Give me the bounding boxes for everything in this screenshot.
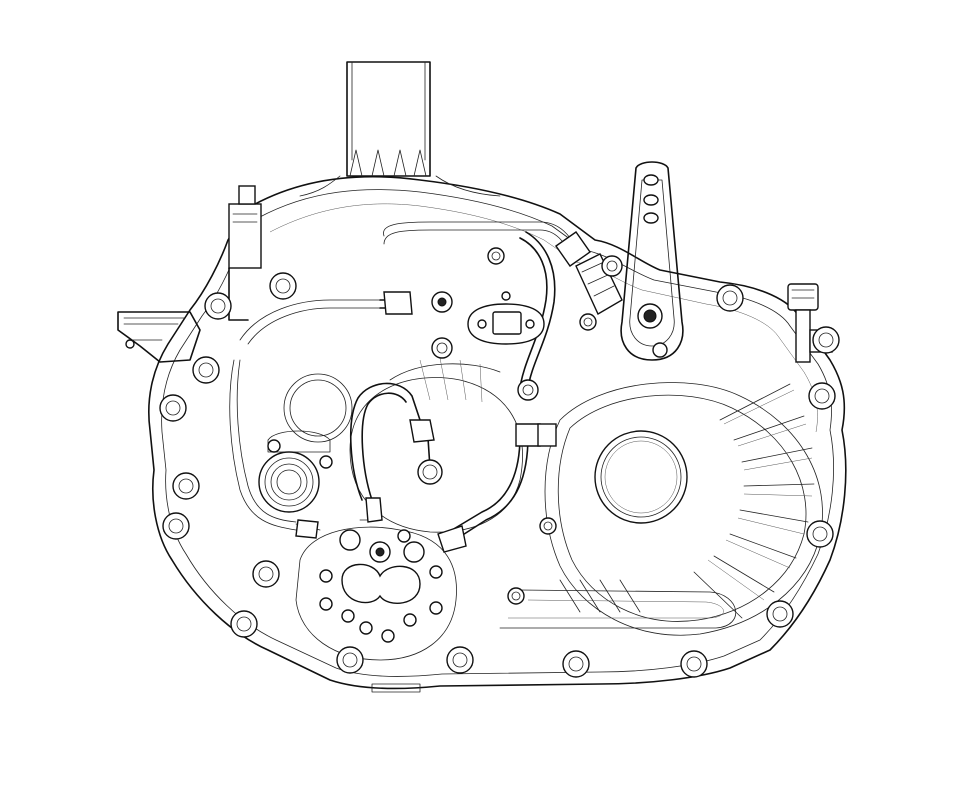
shift-lever [620,161,684,361]
bolt-hole [275,278,291,294]
bolt-hole [236,616,252,632]
bolt-hole [165,400,181,416]
bolt-boss [766,600,794,628]
bolt-boss [446,646,474,674]
bolt-boss [808,382,836,410]
bell-housing [499,382,823,636]
sensor-plate [467,291,545,345]
bolt-hole [772,606,788,622]
bolt-hole [812,526,828,542]
bolt-boss [806,520,834,548]
bolt-hole [210,298,226,314]
bolt-hole [814,388,830,404]
bolt-hole [818,332,834,348]
bolt-boss [680,650,708,678]
left-mount-arm [117,311,201,363]
bolt-boss [252,560,280,588]
right-connectors [787,283,833,363]
bolt-boss [162,512,190,540]
bolt-hole [686,656,702,672]
bolt-hole [452,652,468,668]
central-chamber [349,357,523,533]
bolt-hole [258,566,274,582]
bolt-boss [230,610,258,638]
bolt-hole [342,652,358,668]
left-gear-assembly [229,299,391,531]
harness-connector [555,231,623,315]
bolt-hole [168,518,184,534]
bolt-boss [269,272,297,300]
bolt-hole [178,478,194,494]
bolt-boss [716,284,744,312]
bolt-boss [204,292,232,320]
bolt-boss [159,394,187,422]
bolt-boss [192,356,220,384]
bolt-boss [336,646,364,674]
bolt-boss [562,650,590,678]
bolt-hole [722,290,738,306]
hose-fittings [295,291,557,553]
top-mount-bracket [299,61,501,197]
perimeter-bolts [159,272,840,678]
hydraulic-lines [295,221,579,539]
valve-body [295,526,457,693]
internal-bosses [431,247,623,605]
bolt-hole [568,656,584,672]
bolt-boss [812,326,840,354]
bolt-boss [172,472,200,500]
bolt-hole [198,362,214,378]
left-bolt-post [228,185,262,321]
